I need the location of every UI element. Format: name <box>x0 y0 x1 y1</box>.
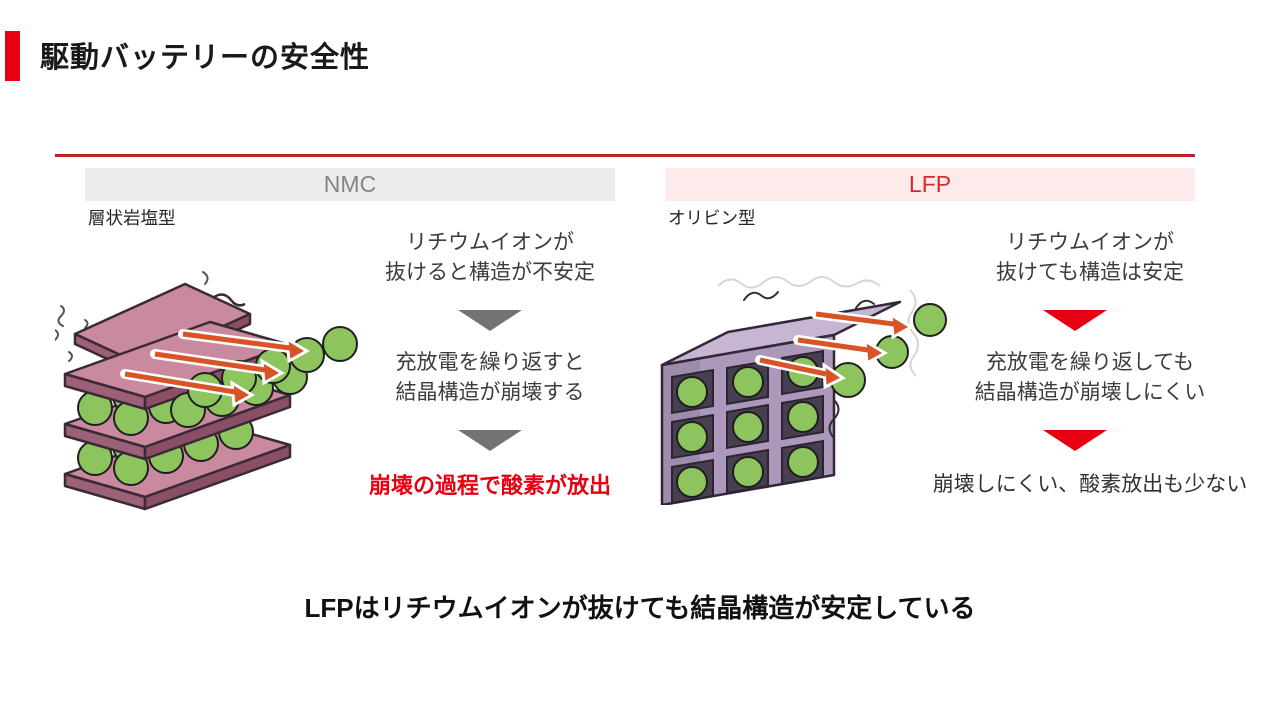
torn-edge-lines <box>743 291 875 439</box>
section-divider-line <box>55 154 1195 157</box>
nmc-step2-text: 充放電を繰り返すと 結晶構造が崩壊する <box>330 348 650 408</box>
nmc-step1-text: リチウムイオンが 抜けると構造が不安定 <box>330 228 650 288</box>
title-accent-bar <box>5 31 20 81</box>
page-title: 駆動バッテリーの安全性 <box>40 42 371 74</box>
nmc-step1-line1: リチウムイオンが <box>406 231 574 254</box>
lfp-step1-line1: リチウムイオンが <box>1006 231 1174 254</box>
nmc-column-header: NMC <box>85 168 615 201</box>
nmc-conclusion-text: 崩壊の過程で酸素が放出 <box>368 473 611 498</box>
olivine-cells <box>671 349 824 505</box>
lfp-step2-text: 充放電を繰り返しても 結晶構造が崩壊しにくい <box>900 348 1280 408</box>
lfp-olivine-structure-illustration <box>660 276 947 505</box>
ion-flow-arrow-icon <box>755 309 914 390</box>
lfp-structure-type-label: オリビン型 <box>668 208 756 228</box>
nmc-step2-line2: 結晶構造が崩壊する <box>395 380 585 404</box>
lfp-step2-line2: 結晶構造が崩壊しにくい <box>974 380 1206 404</box>
bottom-headline: LFPはリチウムイオンが抜けても結晶構造が安定している <box>304 593 976 623</box>
lfp-column-header: LFP <box>665 168 1195 201</box>
lithium-ion-balls <box>676 356 819 498</box>
down-triangle-icon <box>1043 430 1107 451</box>
nmc-step1-line2: 抜けると構造が不安定 <box>385 260 595 284</box>
down-triangle-icon <box>458 310 522 331</box>
lfp-step1-text: リチウムイオンが 抜けても構造は安定 <box>900 228 1280 288</box>
lfp-step1-line2: 抜けても構造は安定 <box>996 260 1184 284</box>
ion-flow-arrow-icon <box>120 329 310 408</box>
down-triangle-icon <box>458 430 522 451</box>
ghost-outline <box>717 276 919 377</box>
nmc-layered-structure-illustration <box>55 271 358 511</box>
vibration-lines-icon <box>55 271 209 362</box>
nmc-structure-type-label: 層状岩塩型 <box>88 208 176 228</box>
down-triangle-icon <box>1043 310 1107 331</box>
lfp-conclusion-text: 崩壊しにくい、酸素放出も少ない <box>932 473 1248 496</box>
escaping-lithium-ions <box>830 303 947 398</box>
lfp-step2-line1: 充放電を繰り返しても <box>985 351 1195 374</box>
nmc-step2-line1: 充放電を繰り返すと <box>395 351 585 374</box>
